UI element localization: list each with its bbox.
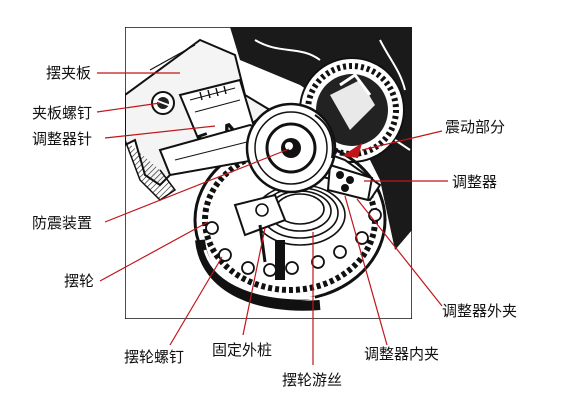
balance-screws [205,208,382,277]
leader-stud [242,227,266,336]
leader-balance-screw [169,256,223,346]
label-balance-screw: 摆轮螺钉 [124,348,185,366]
label-stud: 固定外桩 [212,341,273,359]
movement-illustration: F A [125,27,412,319]
label-regulator-pin: 调整器针 [32,130,93,148]
leader-regulator-pin [104,125,216,139]
label-regulator-inner: 调整器内夹 [364,345,440,363]
label-shock-protector: 防震装置 [32,214,93,232]
label-hairspring: 摆轮游丝 [282,371,343,389]
label-shock-part: 震动部分 [445,118,506,136]
leader-regulator-inner [344,195,388,346]
regulator-block [326,163,374,202]
shock-protector [245,102,337,194]
label-regulator-outer: 调整器外夹 [442,302,518,320]
cock-screw [151,91,175,115]
leader-shock-part [361,130,443,151]
leader-shock-protector [104,148,290,223]
label-balance-wheel: 摆轮 [64,272,95,290]
leader-regulator-outer [356,198,443,307]
arrow-shock-part [342,143,362,158]
label-balance-cock: 摆夹板 [46,64,92,82]
label-regulator: 调整器 [452,173,498,191]
leader-balance-wheel [99,221,209,282]
stud-block [233,193,287,263]
leader-cock-screw [96,102,161,113]
label-cock-screw: 夹板螺钉 [32,104,93,122]
